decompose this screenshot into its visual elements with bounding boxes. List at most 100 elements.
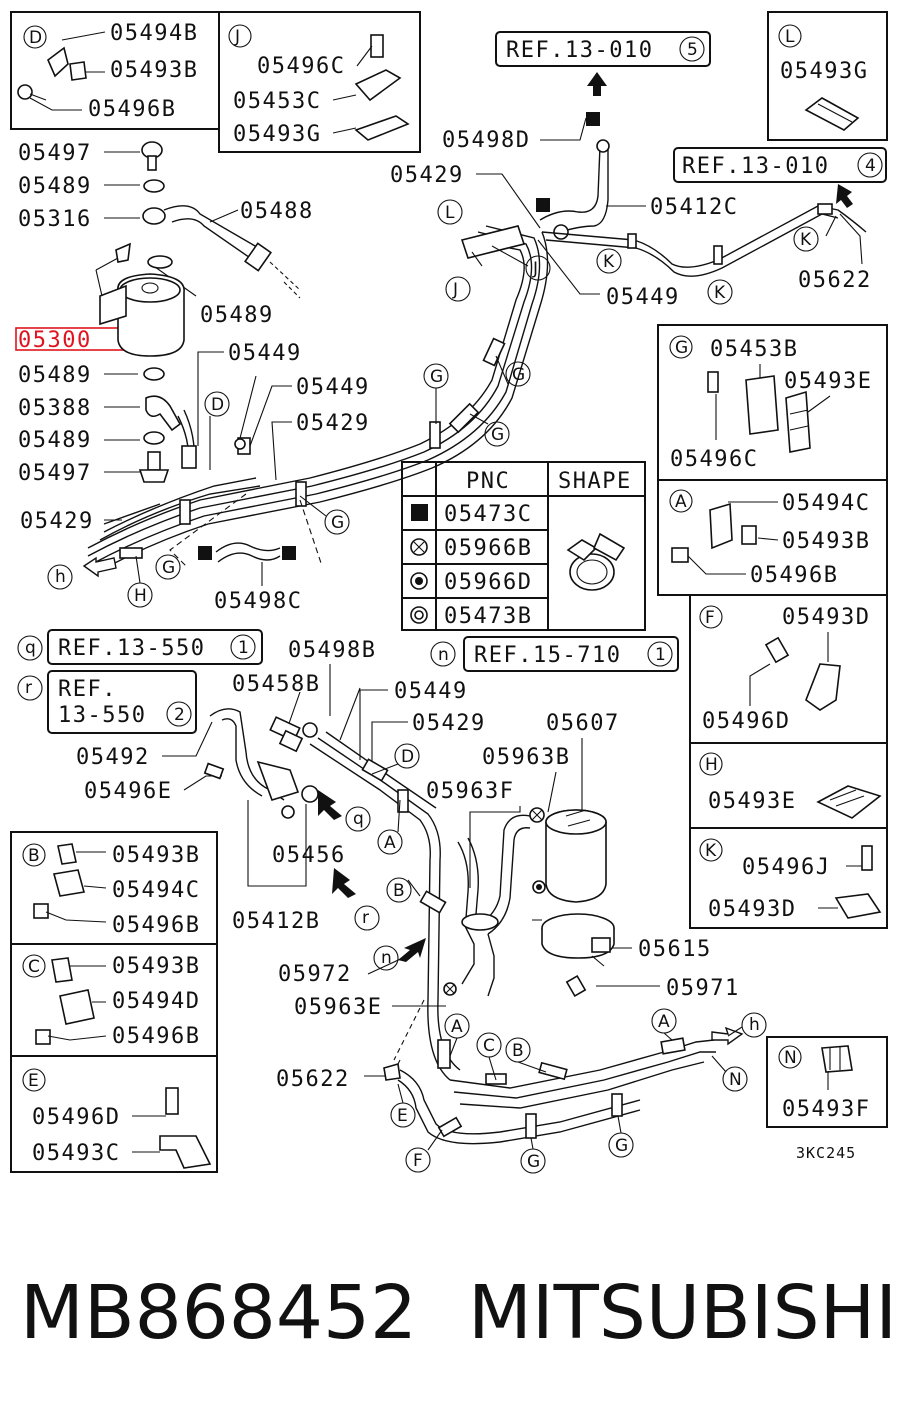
part-label: 05429	[296, 411, 370, 436]
part-label: 05489	[18, 428, 92, 453]
part-label: 05493D	[782, 605, 870, 630]
box-j-letter: J	[234, 27, 240, 47]
part-label: 05615	[638, 937, 712, 962]
ref-circle: 2	[174, 705, 185, 725]
ref-text: REF.15-710	[474, 643, 621, 668]
box-g-letter: G	[675, 338, 688, 358]
canister-pipes: 05449 05449 05429	[177, 341, 370, 481]
marker-G: G	[505, 361, 531, 387]
detail-box-c: C 05493B 05494D 05496B	[10, 943, 218, 1057]
part-label: 05316	[18, 207, 92, 232]
ref-tag-r: r	[354, 905, 380, 931]
part-label: 05456	[272, 843, 346, 868]
part-label: 05496B	[112, 913, 200, 938]
part-label: 05498B	[288, 638, 376, 663]
circle-x-icon	[410, 538, 428, 556]
marker-N: N	[722, 1066, 748, 1092]
box-b-letter: B	[28, 846, 40, 866]
part-label: 05493G	[780, 59, 868, 84]
part-label: 05493C	[32, 1141, 120, 1166]
part-label: 05449	[394, 679, 468, 704]
svg-text:G: G	[491, 425, 504, 445]
part-label: 05496D	[702, 709, 790, 734]
marker-D: D	[394, 743, 420, 769]
svg-text:K: K	[800, 230, 812, 250]
svg-text:G: G	[331, 513, 344, 533]
svg-text:D: D	[211, 395, 224, 415]
box-c-letter: C	[28, 957, 40, 977]
part-label: 05453C	[233, 89, 321, 114]
marker-K: K	[707, 279, 733, 305]
svg-text:J: J	[452, 280, 458, 300]
part-label: 05493G	[233, 122, 321, 147]
legend-pnc: 05966B	[444, 536, 532, 561]
legend-col-pnc: PNC	[466, 469, 510, 494]
marker-A: A	[651, 1008, 677, 1034]
marker-A: A	[444, 1013, 470, 1039]
svg-text:q: q	[353, 809, 364, 829]
canister-assembly: 05497 05489 05316 05488 05489 05300 0548…	[15, 141, 314, 486]
marker-J: J	[525, 255, 551, 281]
svg-text:G: G	[527, 1152, 540, 1172]
part-label: 05494C	[782, 491, 870, 516]
legend-pnc: 05473C	[444, 502, 532, 527]
part-label: 05493E	[708, 789, 796, 814]
svg-text:C: C	[483, 1036, 495, 1056]
svg-text:L: L	[445, 203, 455, 223]
svg-text:h: h	[749, 1015, 760, 1035]
part-label: 05493B	[112, 954, 200, 979]
marker-G: G	[423, 363, 449, 389]
detail-box-f: F 05493D 05496D	[689, 594, 888, 744]
svg-text:D: D	[401, 747, 414, 767]
ref-13-010-4: REF.13-010 4	[673, 147, 887, 208]
part-label: 05963E	[294, 995, 382, 1020]
ref-text: REF.	[58, 677, 117, 702]
circle-dot-icon	[410, 572, 428, 590]
svg-text:G: G	[162, 558, 175, 578]
legend-table: PNC SHAPE 05473C 05966B 05966D 05473B	[401, 461, 646, 631]
marker-G: G	[484, 421, 510, 447]
svg-text:K: K	[603, 252, 615, 272]
ref-13-010-5: REF.13-010 5	[495, 31, 711, 96]
double-circle-icon	[410, 606, 428, 624]
lower-assembly: 05498B 05458B 05449 05429 05492 05496E 0…	[76, 638, 744, 1145]
ref-tag-n: n	[373, 945, 399, 971]
marker-B: B	[505, 1037, 531, 1063]
svg-text:E: E	[397, 1106, 408, 1126]
box-k-letter: K	[705, 841, 717, 861]
part-label: 05492	[76, 745, 150, 770]
svg-text:h: h	[55, 567, 66, 587]
part-label: 05412B	[232, 909, 320, 934]
svg-text:A: A	[658, 1012, 670, 1032]
part-label: 05496J	[742, 855, 830, 880]
part-number: MB868452	[20, 1270, 418, 1356]
ref-13-550-1: q REF.13-550 1	[17, 629, 263, 665]
marker-D: D	[204, 391, 230, 417]
part-label: 05498D	[442, 128, 530, 153]
part-label: 05449	[228, 341, 302, 366]
part-label: 05494C	[112, 878, 200, 903]
part-label: 05496E	[84, 779, 172, 804]
part-label: 05493B	[110, 58, 198, 83]
detail-box-g: G 05453B 05493E 05496C	[657, 324, 888, 481]
ref-tag: r	[25, 678, 32, 698]
marker-A: A	[377, 829, 403, 855]
part-label: 05429	[412, 711, 486, 736]
ref-tag: q	[25, 638, 36, 658]
legend-pnc: 05966D	[444, 570, 532, 595]
part-label: 05488	[240, 199, 314, 224]
detail-box-b: B 05493B 05494C 05496B	[10, 831, 218, 945]
box-a-letter: A	[675, 492, 687, 512]
part-label: 05489	[18, 174, 92, 199]
svg-text:r: r	[362, 908, 369, 928]
detail-box-k: K 05496J 05493D	[689, 827, 888, 929]
box-d-letter: D	[29, 28, 42, 48]
ref-circle: 1	[238, 638, 249, 658]
part-label: 05412C	[650, 195, 738, 220]
box-n-letter: N	[784, 1048, 797, 1068]
part-label: 05493F	[782, 1097, 870, 1122]
marker-C: C	[476, 1032, 502, 1058]
part-label: 05963F	[426, 779, 514, 804]
legend-col-shape: SHAPE	[558, 469, 632, 494]
